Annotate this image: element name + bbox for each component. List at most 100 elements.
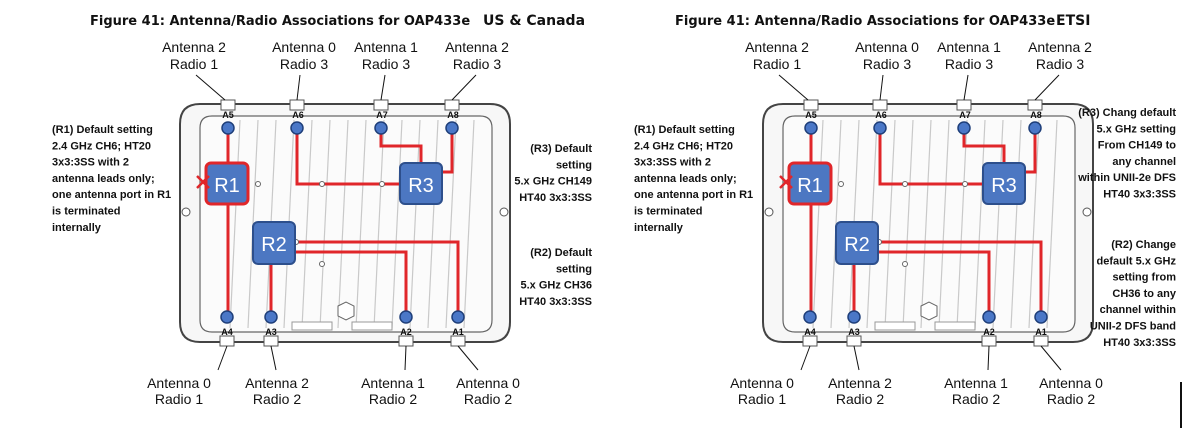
top-antenna-radio: Radio 3 [362,56,410,72]
chassis-rib [463,119,475,329]
port-label: A1 [1035,327,1047,337]
figure-title: Figure 41: Antenna/Radio Associations fo… [675,14,1055,29]
port-label: A7 [376,110,388,120]
terminated-port-mark [196,175,210,189]
top-antenna-radio: Radio 1 [753,56,801,72]
bottom-antenna-name: Antenna 1 [944,375,1008,391]
port-label: A5 [805,110,817,120]
connector-tab [846,335,862,347]
cable-clip [902,261,908,267]
connector-tab [220,99,236,111]
leader-line [800,345,811,371]
radio-module-r1-label: R1 [214,175,240,197]
cable-clip [319,261,325,267]
chassis-rib [1028,119,1040,329]
antenna-port-a3 [264,310,278,324]
chassis-rib [427,119,439,329]
antenna-port-a5 [804,121,818,135]
note-r3-line: any channel [1112,156,1176,168]
note-r3-line: (R3) Chang default [1078,107,1176,119]
radio-module-r3-label: R3 [408,175,434,197]
radio-module-r2-label: R2 [261,234,287,256]
leader-line [778,74,809,101]
leader-line [404,345,407,371]
note-r1-line: 3x3:3SS with 2 [52,157,129,169]
rf-cable [877,240,1043,317]
figure-title: Figure 41: Antenna/Radio Associations fo… [90,14,470,29]
chassis-rib [938,119,950,329]
note-r2-line: setting [556,263,592,275]
top-antenna-radio: Radio 3 [280,56,328,72]
bottom-antenna-radio: Radio 1 [155,391,203,407]
bottom-antenna-name: Antenna 2 [828,375,892,391]
radio-module-r2 [835,221,879,265]
note-r3-line: setting [556,159,592,171]
note-r1-line: one antenna port in R1 [52,189,171,201]
chassis-rib [920,119,932,329]
chassis-latch [337,301,355,321]
chassis-slot [934,321,976,331]
note-r3-line: within UNII-2e DFS [1077,172,1176,184]
port-label: A6 [875,110,887,120]
chassis-rib [355,119,367,329]
leader-line [195,74,226,101]
chassis-rib [884,119,896,329]
top-antenna-name: Antenna 0 [855,39,919,55]
note-r1-line: one antenna port in R1 [634,189,753,201]
mount-hole-right [499,207,509,217]
note-r1-line: (R1) Default setting [634,124,735,136]
top-antenna-name: Antenna 1 [937,39,1001,55]
note-r2-line: UNII-2 DFS band [1090,321,1176,333]
chassis-inner [199,115,493,333]
mount-hole-left [764,207,774,217]
chassis-slot [291,321,333,331]
rf-cable [294,250,408,317]
radio-module-r2-label: R2 [844,234,870,256]
bottom-antenna-radio: Radio 2 [1047,391,1095,407]
antenna-port-a6 [873,121,887,135]
note-r1-line: 2.4 GHz CH6; HT20 [52,140,151,152]
note-r3-line: 5.x GHz setting [1097,123,1176,135]
bottom-antenna-name: Antenna 2 [245,375,309,391]
port-label: A6 [292,110,304,120]
antenna-port-a8 [1028,121,1042,135]
note-r1-line: is terminated [52,206,120,218]
antenna-port-a6 [290,121,304,135]
rf-cable [877,250,991,317]
connector-tab [1033,335,1049,347]
mount-hole-right [1082,207,1092,217]
bottom-antenna-name: Antenna 0 [147,375,211,391]
panel-us-canada: Figure 41: Antenna/Radio Associations fo… [52,13,592,407]
antenna-port-a4 [220,310,234,324]
connector-tab [803,99,819,111]
note-r2-line: setting from [1112,272,1176,284]
leader-line [270,345,277,371]
cable-clip [838,181,844,187]
chassis-rib [956,119,968,329]
antenna-port-a2 [399,310,413,324]
top-antenna-name: Antenna 0 [272,39,336,55]
cable-clip [962,181,968,187]
port-label: A5 [222,110,234,120]
leader-line [1040,345,1062,371]
chassis-rib [812,119,824,329]
top-antenna-name: Antenna 2 [1028,39,1092,55]
bottom-antenna-radio: Radio 2 [952,391,1000,407]
top-antenna-name: Antenna 2 [445,39,509,55]
leader-line [457,345,479,371]
note-r3-line: HT40 3x3:3SS [519,192,592,204]
leader-line [296,74,301,101]
note-r1-line: antenna leads only; [52,173,155,185]
bottom-antenna-name: Antenna 0 [1039,375,1103,391]
chassis-rib [337,119,349,329]
port-label: A4 [221,327,233,337]
text-cursor-bar [1180,382,1182,428]
leader-line [1034,74,1060,101]
chassis-rib [319,119,331,329]
note-r2-line: HT40 3x3:3SS [1103,337,1176,349]
rf-cable [962,128,1006,165]
antenna-port-a2 [982,310,996,324]
leader-line [987,345,990,371]
leader-line [963,74,969,101]
